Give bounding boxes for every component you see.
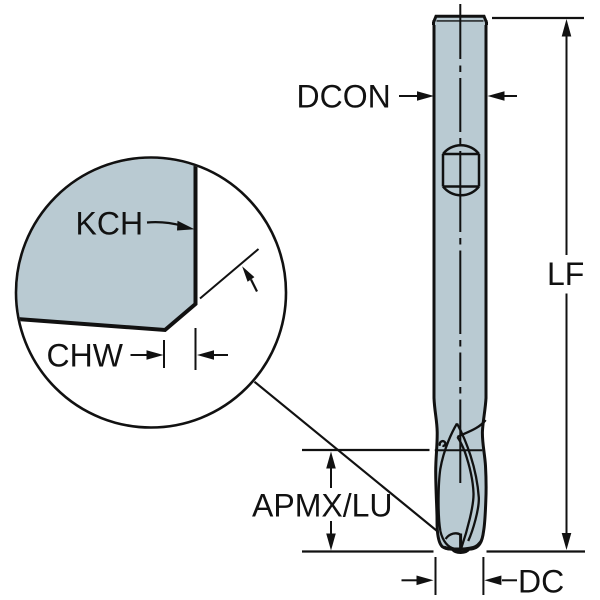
svg-text:KCH: KCH [76,206,144,242]
svg-text:DCON: DCON [297,79,391,115]
svg-text:LF: LF [547,256,584,292]
svg-text:APMX/LU: APMX/LU [252,488,392,524]
svg-text:CHW: CHW [47,338,124,374]
svg-text:DC: DC [518,564,564,600]
